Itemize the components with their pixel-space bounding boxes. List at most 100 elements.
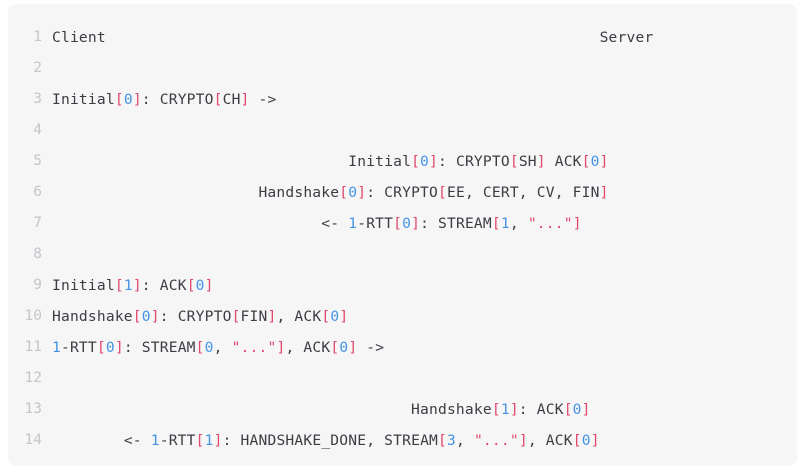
code-token-txt: : CRYPTO: [438, 153, 510, 170]
code-token-punc: [: [114, 277, 124, 294]
code-token-punc: ]: [132, 277, 142, 294]
code-token-punc: ]: [599, 184, 609, 201]
line-number: 11: [24, 339, 42, 355]
code-token-txt: -RTT: [357, 215, 394, 232]
code-token-punc: [: [231, 308, 241, 325]
code-token-str: "...": [527, 215, 573, 232]
code-token-txt: EE, CERT, CV, FIN: [447, 184, 600, 201]
code-token-txt: : HANDSHAKE_DONE, STREAM: [222, 432, 439, 449]
code-token-num: 1: [500, 401, 510, 418]
code-token-punc: [: [491, 215, 501, 232]
code-line: ​: [52, 115, 797, 146]
code-token-txt: -RTT: [60, 339, 97, 356]
code-token-str: "...": [473, 432, 519, 449]
code-line: Initial[0]: CRYPTO[SH] ACK[0]: [52, 146, 797, 177]
code-line: <- 1-RTT[0]: STREAM[1, "..."]: [52, 208, 797, 239]
line-number: 2: [33, 60, 42, 76]
code-line: Handshake[1]: ACK[0]: [52, 394, 797, 425]
code-token-punc: [: [438, 432, 448, 449]
code-token-num: 0: [141, 308, 151, 325]
code-token-num: 1: [123, 277, 133, 294]
code-token-txt: Handshake: [258, 184, 340, 201]
code-token-num: 0: [105, 339, 115, 356]
code-token-txt: CH: [222, 91, 241, 108]
code-token-txt: ->: [357, 339, 385, 356]
code-token-num: 0: [572, 401, 582, 418]
code-token-punc: ]: [590, 432, 600, 449]
code-token-punc: [: [213, 91, 223, 108]
code-line: Handshake[0]: CRYPTO[FIN], ACK[0]: [52, 301, 797, 332]
code-token-txt: ACK: [545, 153, 582, 170]
code-token-punc: [: [339, 184, 349, 201]
line-number: 1: [33, 29, 42, 45]
line-number: 5: [33, 153, 42, 169]
code-token-punc: ]: [348, 339, 358, 356]
code-token-punc: ]: [204, 277, 214, 294]
code-token-txt: <-: [123, 432, 151, 449]
code-token-txt: [52, 184, 258, 201]
code-token-txt: , ACK: [285, 339, 331, 356]
code-token-punc: ]: [132, 91, 142, 108]
code-token-punc: ]: [572, 215, 582, 232]
line-number: 3: [33, 91, 42, 107]
code-token-num: 0: [402, 215, 412, 232]
code-token-txt: , ACK: [276, 308, 322, 325]
code-token-txt: Handshake: [52, 308, 133, 325]
code-token-punc: ]: [411, 215, 421, 232]
code-token-txt: : CRYPTO: [159, 308, 232, 325]
code-token-txt: : ACK: [141, 277, 187, 294]
code-token-txt: [52, 401, 411, 418]
line-number: 9: [33, 277, 42, 293]
code-token-txt: [52, 215, 321, 232]
code-token-punc: ]: [276, 339, 286, 356]
code-token-num: 3: [447, 432, 456, 449]
code-token-txt: ,: [456, 432, 474, 449]
code-token-txt: Initial: [348, 153, 412, 170]
code-line: Initial[0]: CRYPTO[CH] ->: [52, 84, 797, 115]
code-token-txt: ,: [509, 215, 528, 232]
code-token-txt: [106, 29, 600, 46]
code-token-num: 0: [420, 153, 430, 170]
code-token-punc: [: [195, 339, 205, 356]
code-token-punc: [: [393, 215, 403, 232]
code-token-num: 0: [123, 91, 133, 108]
code-token-punc: ]: [429, 153, 439, 170]
code-token-punc: ]: [599, 153, 609, 170]
code-token-txt: : STREAM: [123, 339, 196, 356]
code-token-num: 0: [330, 308, 340, 325]
code-token-num: 1: [500, 215, 510, 232]
code-token-num: 0: [204, 339, 214, 356]
code-token-num: 1: [348, 215, 358, 232]
code-token-txt: Handshake: [411, 401, 492, 418]
code-token-punc: ]: [213, 432, 223, 449]
code-token-punc: ]: [357, 184, 367, 201]
code-token-punc: [: [186, 277, 196, 294]
code-token-txt: <-: [321, 215, 349, 232]
code-token-punc: ]: [536, 153, 546, 170]
code-content[interactable]: Client Server​Initial[0]: CRYPTO[CH] ->​…: [52, 4, 797, 466]
code-token-punc: ]: [581, 401, 591, 418]
code-token-punc: ]: [240, 91, 250, 108]
line-number: 8: [33, 246, 42, 262]
code-token-num: 1: [204, 432, 214, 449]
code-token-txt: Initial: [52, 277, 115, 294]
line-number: 13: [24, 401, 42, 417]
code-token-num: 0: [339, 339, 349, 356]
code-token-num: 1: [150, 432, 160, 449]
code-token-punc: ]: [150, 308, 160, 325]
code-token-punc: [: [411, 153, 421, 170]
code-token-punc: [: [195, 432, 205, 449]
code-token-punc: [: [96, 339, 106, 356]
code-token-str: "...": [231, 339, 277, 356]
code-line: Client Server: [52, 22, 797, 53]
code-token-num: 1: [52, 339, 61, 356]
code-token-punc: ]: [509, 401, 519, 418]
code-token-txt: Initial: [52, 91, 115, 108]
code-token-num: 0: [195, 277, 205, 294]
code-token-punc: [: [491, 401, 501, 418]
code-line: ​: [52, 239, 797, 270]
code-token-txt: : CRYPTO: [366, 184, 439, 201]
